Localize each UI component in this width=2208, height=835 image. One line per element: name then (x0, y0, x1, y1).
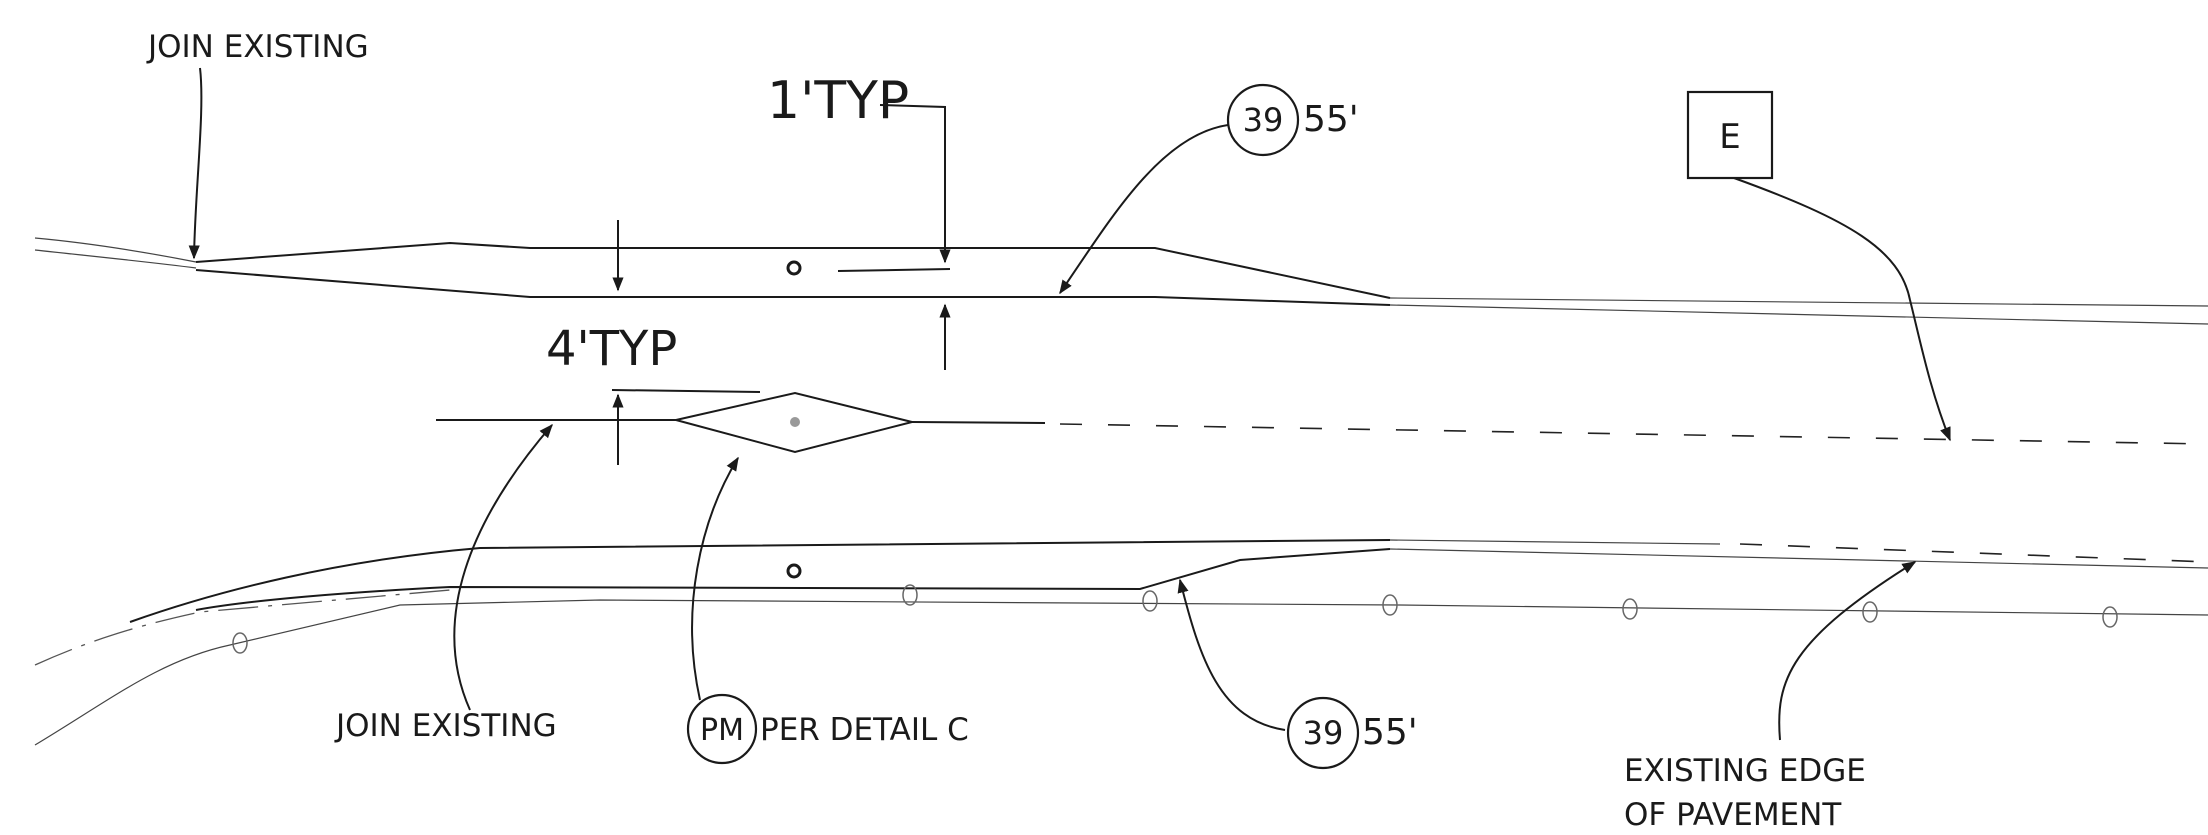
top-existing-edge (34, 237, 197, 269)
detail-e-callout: E (1686, 90, 1774, 180)
svg-text:PM: PM (700, 713, 744, 748)
bottom-road-edge (1389, 539, 2208, 569)
bottom-island-dot (786, 563, 802, 579)
join-existing-bottom-leader (453, 423, 553, 711)
item-39-top-callout: 39 (1226, 83, 1300, 157)
existing-edge-label-line1: EXISTING EDGE (1624, 753, 1866, 789)
one-ft-offset-line (837, 268, 951, 272)
svg-text:E: E (1719, 117, 1740, 157)
join-existing-bottom-label: JOIN EXISTING (334, 708, 557, 744)
one-ft-typ-label: 1'TYP (767, 71, 909, 131)
existing-edge-label-line2: OF PAVEMENT (1624, 797, 1842, 833)
one-ft-typ-leader (879, 104, 951, 264)
top-road-edge (1389, 297, 2208, 325)
pm-leader (691, 456, 739, 701)
top-island-dot (786, 260, 802, 276)
bottom-curb-line (34, 589, 2208, 746)
join-existing-top-leader (188, 67, 203, 260)
per-detail-c-label: PER DETAIL C (760, 712, 969, 748)
four-ft-typ-label: 4'TYP (546, 321, 677, 377)
curb-markers (232, 584, 2118, 654)
length-bottom-label: 55' (1362, 712, 1418, 753)
item-39-top-leader (1059, 124, 1229, 295)
svg-text:39: 39 (1303, 714, 1344, 752)
four-ft-ext-line (611, 389, 761, 393)
existing-edge-leader (1778, 561, 1917, 741)
item-39-bottom-leader (1177, 578, 1286, 731)
top-island-outline (195, 241, 1391, 306)
detail-e-leader (1733, 177, 1951, 442)
item-39-bottom-callout: 39 (1286, 696, 1360, 770)
length-top-label: 55' (1303, 99, 1359, 140)
diamond-island-dot (790, 417, 800, 427)
bottom-island-outline (129, 539, 1391, 623)
center-line (436, 391, 2208, 454)
join-existing-top-label: JOIN EXISTING (146, 29, 369, 65)
svg-text:39: 39 (1243, 101, 1284, 139)
pm-callout: PM (686, 693, 758, 765)
